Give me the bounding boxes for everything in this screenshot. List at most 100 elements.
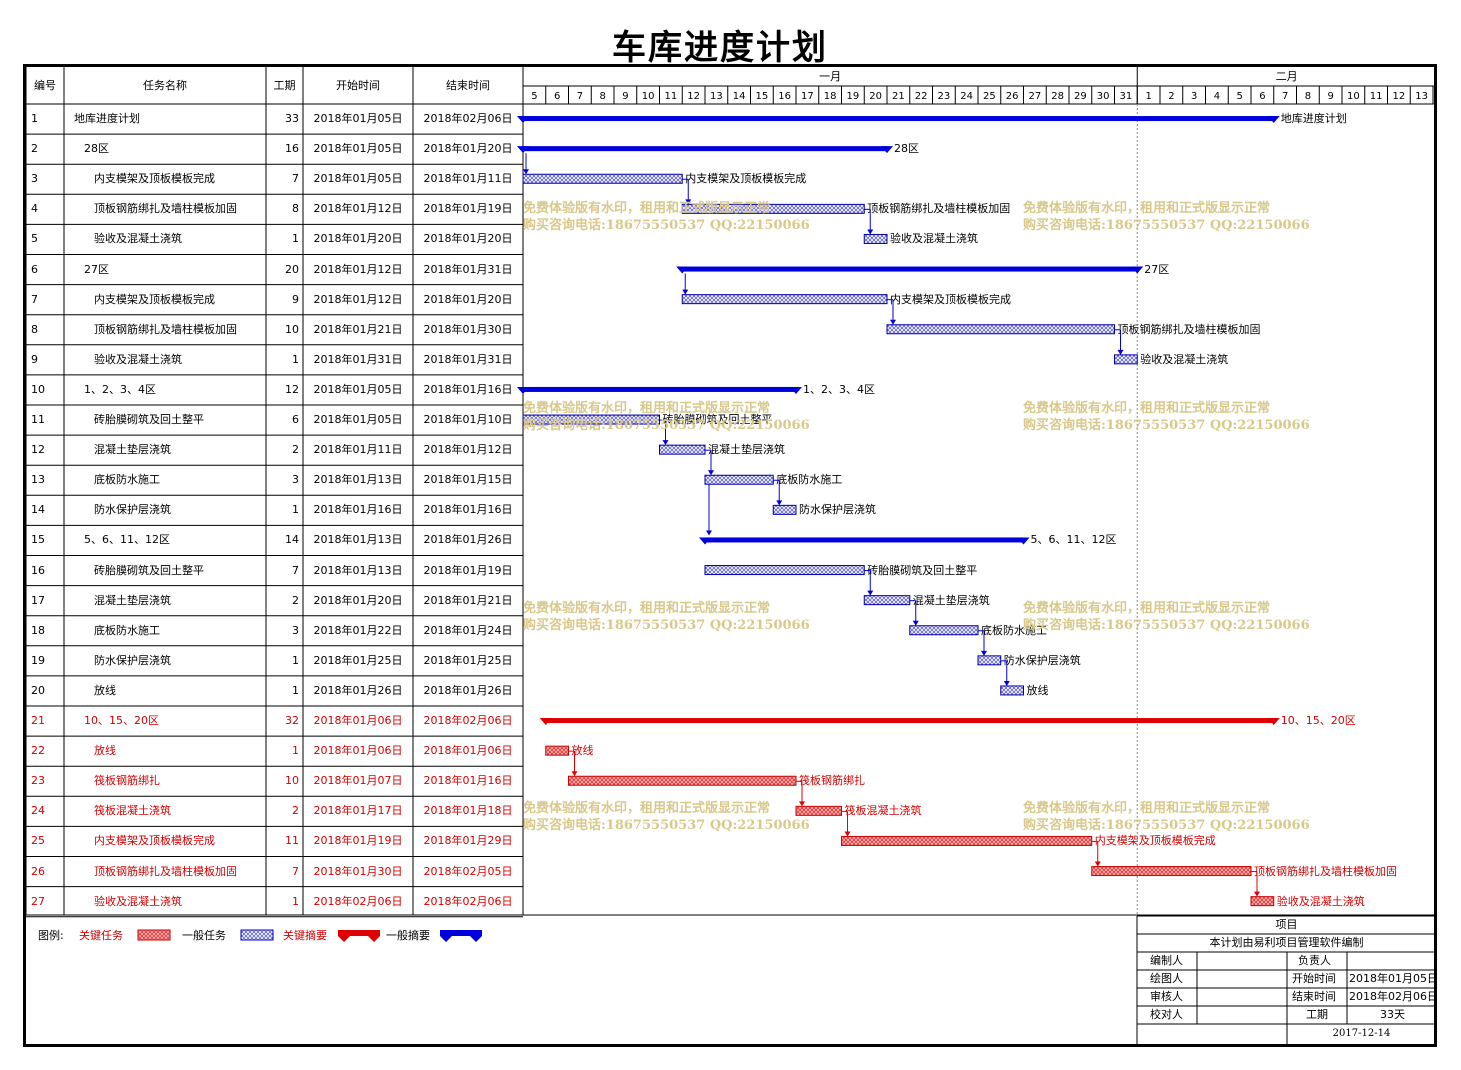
task-end: 2018年01月24日 bbox=[423, 623, 513, 637]
link-arrow bbox=[867, 229, 874, 235]
task-bar bbox=[1000, 685, 1024, 696]
task-duration: 14 bbox=[285, 533, 299, 547]
summary-end-marker bbox=[1017, 537, 1030, 545]
summary-start-marker bbox=[676, 266, 689, 274]
day-label: 12 bbox=[1393, 91, 1406, 102]
task-name: 5、6、11、12区 bbox=[84, 533, 170, 547]
day-label: 11 bbox=[1370, 91, 1383, 102]
task-start: 2018年01月21日 bbox=[313, 322, 403, 336]
day-label: 29 bbox=[1074, 91, 1087, 102]
day-label: 21 bbox=[892, 91, 905, 102]
bar-label: 内支模架及顶板模板完成 bbox=[1094, 834, 1216, 848]
bar-label: 内支模架及顶板模板完成 bbox=[890, 292, 1011, 306]
task-duration: 1 bbox=[292, 653, 299, 667]
bar-label: 筏板混凝土浇筑 bbox=[844, 804, 922, 818]
task-start: 2018年01月31日 bbox=[313, 352, 403, 366]
watermark-line2: 购买咨询电话:18675550537 QQ:22150066 bbox=[523, 418, 810, 433]
summary-end-marker bbox=[881, 146, 893, 154]
task-start: 2018年01月13日 bbox=[313, 473, 403, 487]
task-id: 27 bbox=[31, 894, 45, 908]
task-start: 2018年01月05日 bbox=[313, 112, 403, 125]
task-start: 2018年01月17日 bbox=[313, 804, 403, 818]
task-start: 2018年01月30日 bbox=[313, 864, 403, 878]
col-header-duration: 工期 bbox=[273, 79, 296, 92]
task-duration: 1 bbox=[292, 352, 299, 366]
task-name: 防水保护层浇筑 bbox=[94, 653, 171, 667]
bar-label: 地库进度计划 bbox=[1280, 112, 1347, 125]
bar-label: 筏板钢筋绑扎 bbox=[799, 774, 865, 788]
task-end: 2018年01月11日 bbox=[423, 172, 513, 186]
summary-end-marker bbox=[790, 386, 802, 394]
link-arrow bbox=[1254, 891, 1260, 897]
info-note: 本计划由易利项目管理软件编制 bbox=[1209, 936, 1364, 949]
day-label: 12 bbox=[687, 91, 700, 102]
day-label: 7 bbox=[1282, 91, 1288, 102]
task-start: 2018年01月11日 bbox=[313, 443, 403, 457]
summary-bar bbox=[523, 116, 1274, 122]
task-id: 3 bbox=[31, 172, 38, 186]
day-label: 31 bbox=[1120, 91, 1133, 102]
col-header-id: 编号 bbox=[34, 79, 56, 92]
bar-label: 验收及混凝土浇筑 bbox=[1140, 352, 1229, 366]
task-start: 2018年01月25日 bbox=[313, 653, 403, 667]
col-header-name: 任务名称 bbox=[143, 79, 187, 92]
task-duration: 16 bbox=[285, 142, 299, 156]
day-label: 6 bbox=[554, 91, 560, 102]
task-start: 2018年01月12日 bbox=[313, 262, 403, 276]
task-duration: 33 bbox=[285, 112, 299, 125]
watermark-line2: 购买咨询电话:18675550537 QQ:22150066 bbox=[1023, 218, 1310, 233]
bar-label: 5、6、11、12区 bbox=[1030, 533, 1117, 547]
info-date: 2017-12-14 bbox=[1332, 1028, 1391, 1039]
task-start: 2018年01月13日 bbox=[313, 563, 403, 577]
day-label: 26 bbox=[1006, 91, 1019, 102]
day-label: 10 bbox=[1347, 91, 1360, 102]
day-label: 1 bbox=[1145, 91, 1151, 102]
info-start-value: 2018年01月05日 bbox=[1349, 972, 1438, 985]
task-name: 地库进度计划 bbox=[74, 112, 140, 125]
task-name: 筏板混凝土浇筑 bbox=[94, 804, 171, 818]
month-label-feb: 二月 bbox=[1276, 70, 1298, 83]
legend-normal-summary-label: 一般摘要 bbox=[386, 929, 430, 942]
watermark-line2: 购买咨询电话:18675550537 QQ:22150066 bbox=[523, 818, 810, 833]
link-arrow bbox=[682, 289, 689, 295]
task-name: 1、2、3、4区 bbox=[84, 382, 156, 396]
day-label: 13 bbox=[710, 91, 723, 102]
task-name: 放线 bbox=[94, 683, 116, 697]
legend-critical-summary-label: 关键摘要 bbox=[283, 929, 327, 942]
day-label: 24 bbox=[960, 91, 973, 102]
watermark-line2: 购买咨询电话:18675550537 QQ:22150066 bbox=[523, 218, 810, 233]
info-owner-label: 负责人 bbox=[1298, 954, 1331, 967]
bar-label: 28区 bbox=[894, 142, 919, 156]
task-duration: 11 bbox=[285, 834, 299, 848]
task-start: 2018年01月05日 bbox=[313, 382, 403, 396]
task-id: 14 bbox=[31, 503, 45, 517]
task-start: 2018年01月19日 bbox=[313, 834, 403, 848]
task-start: 2018年01月06日 bbox=[313, 714, 403, 727]
task-end: 2018年01月19日 bbox=[423, 563, 513, 577]
task-name: 放线 bbox=[94, 744, 116, 758]
summary-start-marker bbox=[517, 146, 529, 154]
legend-prefix: 图例: bbox=[38, 929, 64, 942]
bar-label: 砖胎膜砌筑及回土整平 bbox=[867, 563, 978, 577]
link-arrow bbox=[799, 801, 805, 807]
col-header-start: 开始时间 bbox=[336, 79, 380, 92]
link-arrow bbox=[1003, 680, 1010, 686]
task-name: 混凝土垫层浇筑 bbox=[94, 443, 171, 457]
watermark-line1: 免费体验版有水印，租用和正式版显示正常 bbox=[523, 801, 771, 816]
watermark-line1: 免费体验版有水印，租用和正式版显示正常 bbox=[1023, 401, 1271, 416]
task-name: 防水保护层浇筑 bbox=[94, 503, 171, 517]
bar-label: 底板防水施工 bbox=[981, 623, 1047, 637]
day-label: 7 bbox=[577, 91, 583, 102]
task-id: 16 bbox=[31, 563, 45, 577]
day-label: 5 bbox=[1236, 91, 1242, 102]
link-arrow bbox=[981, 650, 987, 656]
task-id: 9 bbox=[31, 352, 38, 366]
task-name: 砖胎膜砌筑及回土整平 bbox=[94, 413, 204, 426]
day-label: 8 bbox=[1305, 91, 1311, 102]
watermark-line2: 购买咨询电话:18675550537 QQ:22150066 bbox=[1023, 618, 1310, 633]
day-label: 14 bbox=[733, 91, 746, 102]
task-start: 2018年01月22日 bbox=[313, 623, 403, 637]
task-duration: 1 bbox=[292, 683, 299, 697]
task-id: 7 bbox=[31, 292, 38, 306]
